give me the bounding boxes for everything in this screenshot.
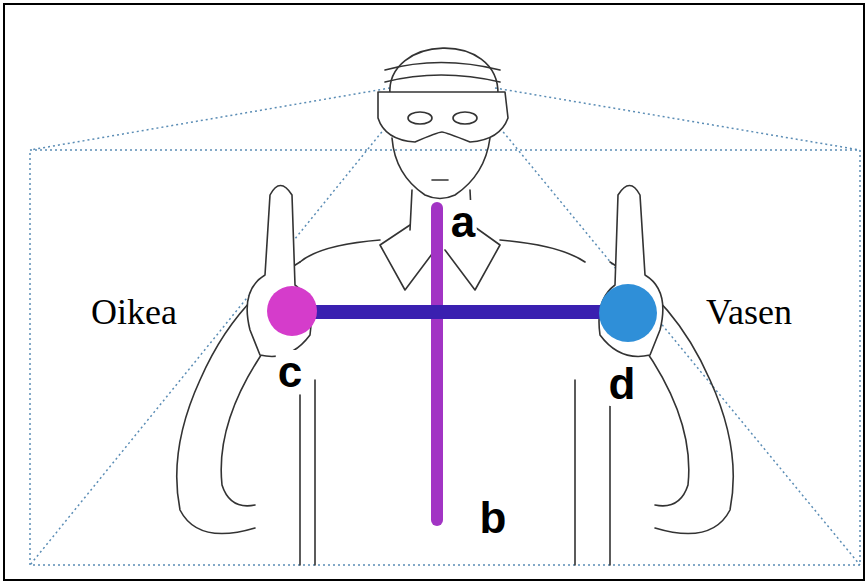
point-letter: a <box>449 200 477 244</box>
point-letter: d <box>607 362 638 406</box>
point-letter: c <box>276 350 304 394</box>
side-label: Vasen <box>706 294 792 330</box>
side-label: Oikea <box>91 294 177 330</box>
point-letter: b <box>478 496 509 540</box>
